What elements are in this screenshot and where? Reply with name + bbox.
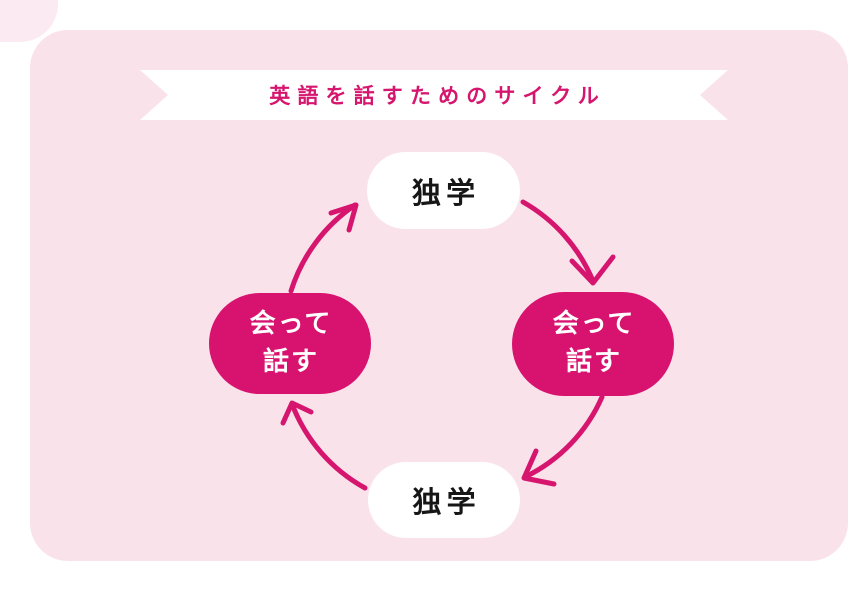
node-self-study-top: 独学 [367, 152, 520, 229]
node-label-line2: 話す [262, 346, 320, 377]
node-label: 独学 [412, 485, 481, 519]
arrow-left-to-top [288, 202, 359, 294]
node-label-line1: 会って [552, 309, 636, 340]
title-ribbon: 英語を話すためのサイクル [140, 70, 728, 120]
diagram-title: 英語を話すためのサイクル [269, 84, 606, 108]
arrow-top-to-right [520, 199, 616, 286]
node-meet-and-talk-left: 会って 話す [209, 293, 371, 394]
node-label: 独学 [411, 175, 481, 210]
node-self-study-bottom: 独学 [368, 462, 520, 538]
arrow-right-to-bottom [521, 394, 605, 487]
node-label-line2: 話す [565, 347, 623, 377]
node-label-line1: 会って [249, 308, 333, 339]
node-meet-and-talk-right: 会って 話す [512, 292, 674, 396]
arrow-bottom-to-left [280, 400, 368, 491]
